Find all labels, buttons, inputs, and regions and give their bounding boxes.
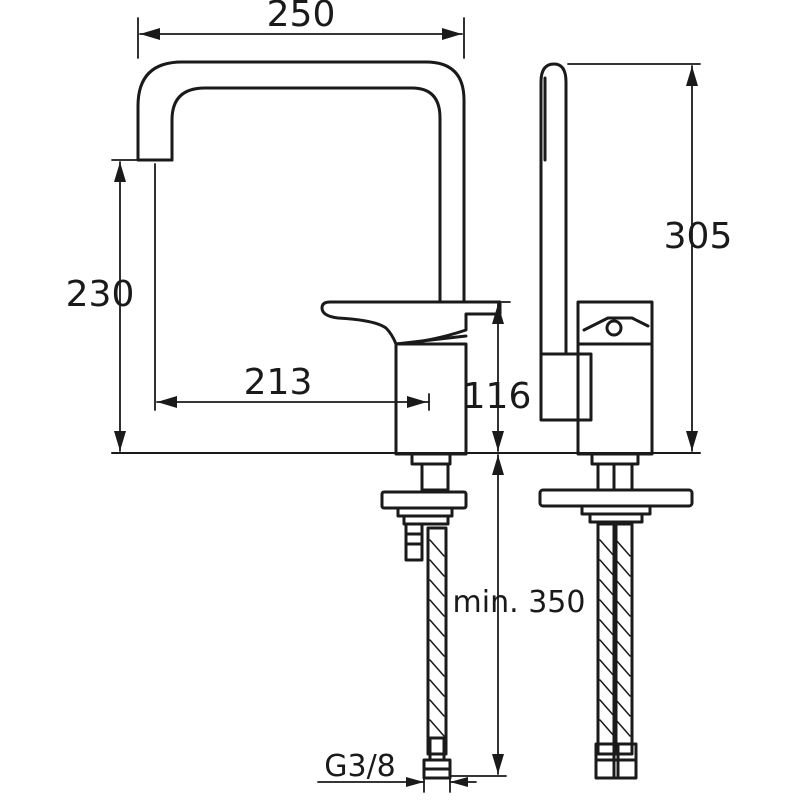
arrowhead [492, 455, 504, 475]
hose-braid [429, 539, 445, 737]
mounting-plate [380, 490, 468, 510]
arrowhead [406, 777, 424, 787]
arrowhead [114, 162, 126, 182]
flexible-hose [426, 526, 448, 756]
side-washer-lower [588, 512, 644, 524]
spout-outer-contour [136, 60, 466, 304]
side-hose-left [596, 522, 618, 756]
side-spout-base [539, 352, 593, 422]
arrowhead [450, 777, 468, 787]
arrowhead [686, 431, 698, 451]
label-body-height: 116 [463, 376, 532, 417]
dimension-labels: 250 230 213 116 305 min. 350 G3/8 [66, 0, 733, 784]
arrowhead [442, 28, 462, 40]
side-hose-braid [599, 539, 631, 737]
nut-block [420, 462, 450, 492]
spout-inner-contour [170, 86, 442, 304]
arrowhead [407, 396, 427, 408]
arrowhead [140, 28, 160, 40]
hose-ferrule [428, 736, 446, 762]
threaded-rod [404, 522, 424, 562]
front-view [136, 60, 502, 780]
side-body [576, 342, 654, 456]
side-hose-right [612, 522, 634, 756]
lever-cartridge-mark [582, 316, 650, 332]
lever-handle [320, 300, 502, 346]
arrowhead [686, 66, 698, 86]
arrowhead [492, 431, 504, 451]
label-thread-size: G3/8 [324, 749, 396, 784]
mixer-body [394, 342, 468, 456]
label-spout-height: 230 [66, 274, 135, 315]
arrowhead [492, 754, 504, 774]
lever-pivot [605, 319, 623, 337]
label-hose-length: min. 350 [453, 585, 586, 620]
label-total-height: 305 [664, 216, 733, 257]
label-spout-reach: 213 [244, 362, 313, 403]
arrowhead [492, 304, 504, 324]
washer-lower [402, 514, 450, 526]
side-mounting-plate [538, 488, 694, 508]
arrowhead [157, 396, 177, 408]
arrowhead [114, 431, 126, 451]
side-view [538, 62, 694, 780]
side-spout [539, 62, 568, 356]
label-overall-reach: 250 [267, 0, 336, 35]
dimension-lines [111, 17, 701, 793]
